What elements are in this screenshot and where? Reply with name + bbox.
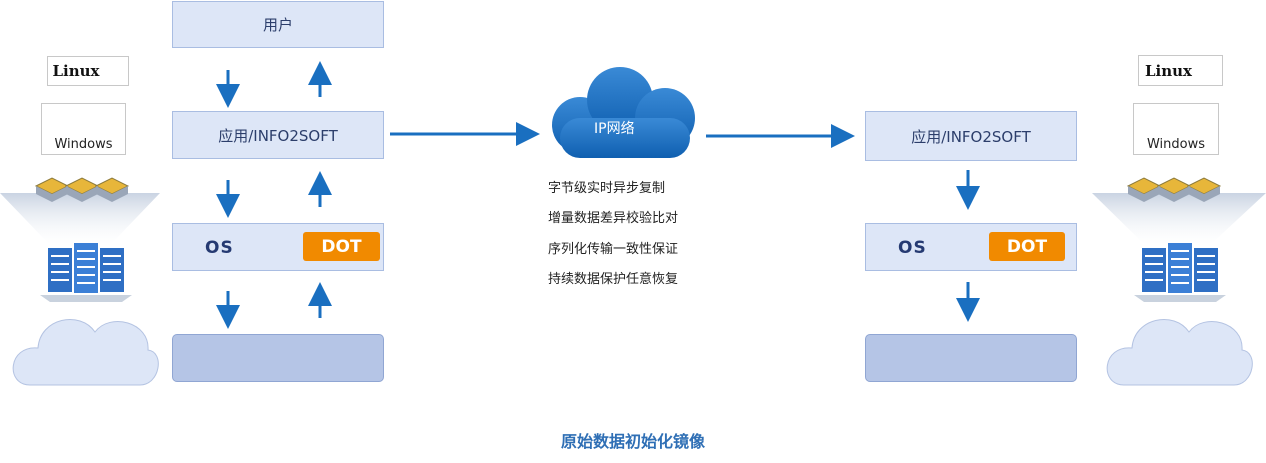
user-box: 用户 <box>172 1 384 48</box>
source-app-box: 应用/INFO2SOFT <box>172 111 384 159</box>
target-os-box: OS DOT <box>865 223 1077 271</box>
right-cloud-icon <box>1106 318 1253 386</box>
feature-line: 持续数据保护任意恢复 <box>548 272 679 287</box>
source-os-box: OS DOT <box>172 223 384 271</box>
target-app-label: 应用/INFO2SOFT <box>911 127 1031 146</box>
windows-logo-text: Windows <box>1146 137 1206 152</box>
right-server-funnel <box>1092 177 1266 245</box>
ip-network-label: IP网络 <box>594 121 635 137</box>
target-dot-badge: DOT <box>989 232 1065 261</box>
source-app-label: 应用/INFO2SOFT <box>218 126 338 145</box>
windows-logo-text: Windows <box>54 137 113 152</box>
network-arrows <box>390 122 855 148</box>
left-cloud-icon <box>12 318 159 386</box>
diagram-caption: 原始数据初始化镜像 <box>560 432 705 451</box>
linux-logo-text: Linux <box>1145 61 1192 80</box>
windows-logo: Windows <box>41 103 126 155</box>
linux-logo: Linux <box>47 56 129 86</box>
linux-logo-text: Linux <box>52 62 100 80</box>
linux-logo: Linux <box>1138 55 1223 86</box>
right-server-rack-icon <box>1134 243 1226 302</box>
target-app-box: 应用/INFO2SOFT <box>865 111 1077 161</box>
left-server-funnel <box>0 177 160 245</box>
ip-network-cloud <box>552 67 695 158</box>
source-dot-badge: DOT <box>303 232 380 261</box>
target-os-label: OS <box>898 238 927 258</box>
windows-logo: Windows <box>1133 103 1219 155</box>
user-label: 用户 <box>262 16 293 34</box>
left-server-rack-icon <box>40 243 132 302</box>
source-arrows <box>216 61 332 329</box>
feature-line: 字节级实时异步复制 <box>548 181 666 196</box>
source-storage-box <box>172 334 384 382</box>
target-storage-box <box>865 334 1077 382</box>
feature-line: 序列化传输一致性保证 <box>548 242 679 257</box>
source-os-label: OS <box>205 238 234 258</box>
feature-line: 增量数据差异校验比对 <box>548 211 679 226</box>
